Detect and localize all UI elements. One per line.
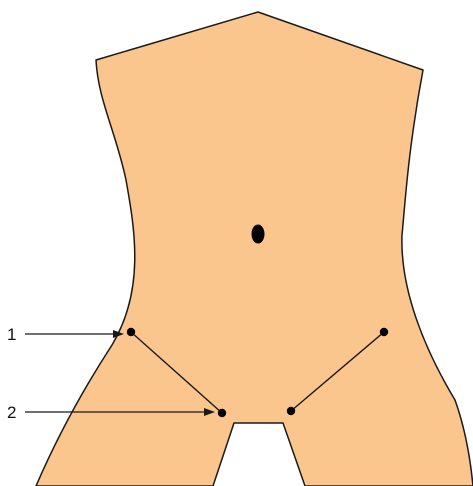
navel-marker <box>252 225 265 244</box>
callout-label-1: 1 <box>7 325 16 344</box>
port-point-lower-right <box>287 407 295 415</box>
port-point-upper-left <box>127 328 135 336</box>
torso-outline <box>36 12 473 486</box>
callout-label-2: 2 <box>7 403 16 422</box>
port-point-lower-left <box>218 409 226 417</box>
port-point-upper-right <box>380 328 388 336</box>
